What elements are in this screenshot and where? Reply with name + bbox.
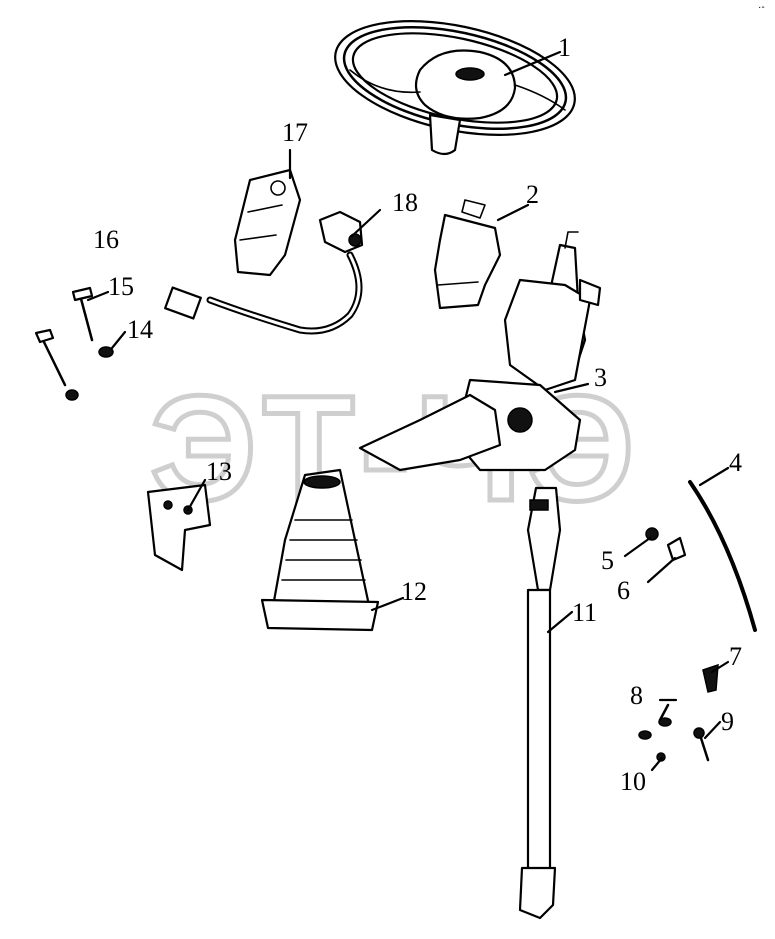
label-6: 6 [617, 576, 630, 605]
leader-lines [86, 50, 730, 772]
label-2: 2 [526, 180, 539, 209]
label-1: 1 [558, 33, 571, 62]
bolt-8 [638, 703, 672, 740]
label-5: 5 [601, 546, 614, 575]
intermediate-shaft-11 [518, 486, 562, 920]
part-labels: 1 2 3 4 5 6 7 8 9 10 11 12 13 14 15 16 1… [93, 33, 742, 796]
label-15: 15 [108, 272, 134, 301]
label-17: 17 [282, 118, 308, 147]
nut-14 [98, 346, 114, 358]
washer-5 [645, 527, 659, 541]
label-3: 3 [594, 363, 607, 392]
label-8: 8 [630, 681, 643, 710]
clip-6 [666, 536, 687, 562]
wiring-harness-16 [164, 251, 363, 335]
label-13: 13 [206, 457, 232, 486]
label-16: 16 [93, 225, 119, 254]
label-10: 10 [620, 767, 646, 796]
rubber-boot-12 [260, 468, 380, 632]
bolt-15 [71, 286, 94, 342]
bolt-9 [693, 727, 710, 762]
label-11: 11 [572, 598, 597, 627]
label-9: 9 [721, 707, 734, 736]
label-12: 12 [401, 577, 427, 606]
steering-wheel [334, 20, 576, 156]
bracket-13 [146, 483, 212, 572]
steering-column-3 [358, 231, 602, 472]
cover-2 [433, 199, 502, 310]
label-18: 18 [392, 188, 418, 217]
bolt-loose [34, 328, 79, 401]
corner-mark: ·- [758, 2, 765, 13]
label-4: 4 [729, 448, 742, 477]
cable-4 [688, 480, 757, 632]
switch-housing-17 [233, 168, 302, 277]
label-7: 7 [729, 642, 742, 671]
label-14: 14 [127, 315, 153, 344]
washer-10 [656, 752, 666, 762]
